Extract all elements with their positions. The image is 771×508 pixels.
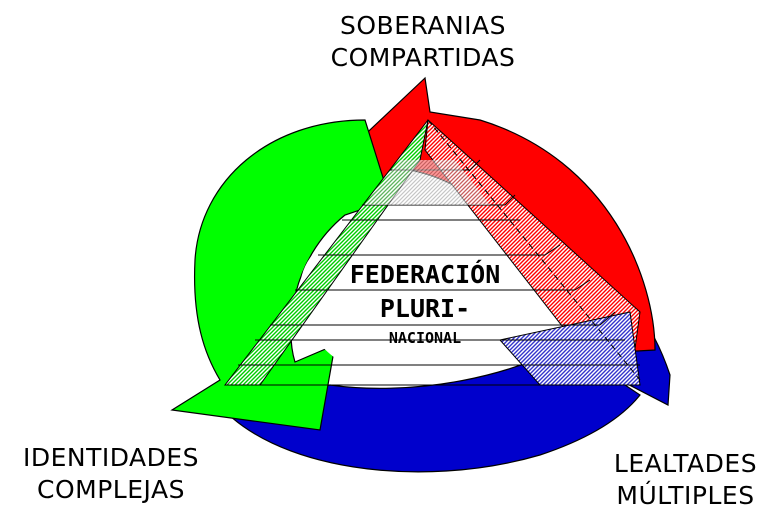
green-cycle-arrow (170, 119, 391, 431)
center-label-line-1: FEDERACIÓN (349, 260, 501, 289)
pyramid-dashed-edge (427, 119, 641, 381)
pyramid-steps (469, 159, 616, 326)
center-label: FEDERACIÓN PLURI- NACIONAL (300, 258, 550, 350)
top-label-line-2: COMPARTIDAS (330, 43, 516, 72)
center-blob (300, 217, 549, 383)
right-label-line-1: LEALTADES (613, 449, 758, 478)
left-label-line-1: IDENTIDADES (22, 443, 200, 472)
left-label: IDENTIDADES COMPLEJAS (6, 442, 216, 506)
top-label: SOBERANIAS COMPARTIDAS (318, 10, 528, 74)
center-label-line-2: PLURI- (379, 294, 471, 323)
right-label: LEALTADES MÚLTIPLES (603, 448, 768, 508)
center-label-line-3: NACIONAL (388, 329, 462, 347)
pyramid-top-fill (365, 160, 490, 205)
left-label-line-2: COMPLEJAS (37, 475, 185, 504)
top-label-line-1: SOBERANIAS (340, 11, 506, 40)
right-label-line-2: MÚLTIPLES (616, 481, 755, 508)
pyramid (223, 118, 641, 386)
